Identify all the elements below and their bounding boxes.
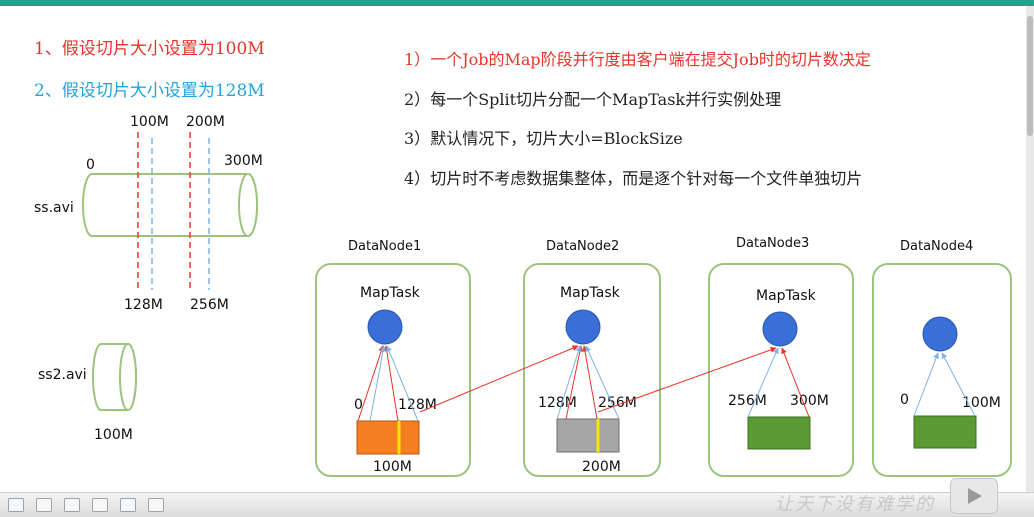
datanode4-block	[913, 415, 977, 449]
datanode2-block	[556, 418, 620, 453]
datanode4-range-end: 100M	[962, 395, 1001, 411]
datanode1-range-start: 0	[354, 397, 363, 413]
left-item-1-number: 1、	[34, 39, 62, 59]
left-item-1-text: 假设切片大小设置为100M	[61, 39, 265, 59]
datanode2-maptask-circle	[565, 309, 601, 345]
right-item-3: 3）默认情况下，切片大小=BlockSize	[404, 125, 683, 149]
datanode3-maptask-label: MapTask	[756, 288, 816, 304]
datanode2-maptask-label: MapTask	[560, 285, 620, 301]
datanode2-range-end: 256M	[598, 395, 637, 411]
right-item-3-text: 默认情况下，切片大小=BlockSize	[430, 129, 683, 148]
menu-icon[interactable]	[92, 498, 108, 512]
datanode2-title: DataNode2	[546, 239, 620, 254]
prev-slide-icon[interactable]	[8, 498, 24, 512]
datanode2-split-size: 200M	[582, 459, 621, 475]
file1-mark-100: 100M	[130, 114, 169, 130]
right-item-4: 4）切片时不考虑数据集整体，而是逐个针对每一个文件单独切片	[404, 165, 862, 189]
datanode1-maptask-label: MapTask	[360, 285, 420, 301]
file1-mark-200: 200M	[186, 114, 225, 130]
datanode1-title: DataNode1	[348, 239, 422, 254]
datanode1-block	[356, 420, 420, 455]
datanode3-title: DataNode3	[736, 236, 810, 251]
file2-name: ss2.avi	[38, 367, 87, 383]
datanode1-split-size: 100M	[373, 459, 412, 475]
file1-mark-128: 128M	[124, 297, 163, 313]
datanode4-title: DataNode4	[900, 239, 974, 254]
play-button[interactable]	[950, 478, 998, 514]
datanode4-range-start: 0	[900, 392, 909, 408]
datanode3-range-end: 300M	[790, 393, 829, 409]
datanode1-maptask-circle	[367, 309, 403, 345]
right-item-2-text: 每一个Split切片分配一个MapTask并行实例处理	[430, 90, 782, 109]
right-item-1: 1）一个Job的Map阶段并行度由客户端在提交Job时的切片数决定	[404, 46, 871, 70]
scrollbar-thumb[interactable]	[1027, 16, 1033, 136]
datanode3-maptask-circle	[762, 311, 798, 347]
next-slide-icon[interactable]	[36, 498, 52, 512]
right-item-2: 2）每一个Split切片分配一个MapTask并行实例处理	[404, 86, 781, 110]
file1-cylinder	[82, 173, 258, 237]
left-item-2-number: 2、	[34, 81, 62, 101]
watermark-text: 让天下没有难学的	[775, 494, 935, 515]
top-bar	[0, 0, 1034, 6]
datanode4-maptask-circle	[922, 316, 958, 352]
left-item-2-text: 假设切片大小设置为128M	[61, 81, 265, 101]
right-item-1-text: 一个Job的Map阶段并行度由客户端在提交Job时的切片数决定	[430, 50, 871, 69]
file1-start-label: 0	[86, 157, 95, 173]
right-item-3-number: 3）	[404, 129, 431, 148]
file1-name: ss.avi	[34, 200, 74, 216]
file1-end-label: 300M	[224, 153, 263, 169]
left-item-1: 1、假设切片大小设置为100M	[34, 34, 265, 59]
pen-icon[interactable]	[64, 498, 80, 512]
scrollbar[interactable]	[1026, 6, 1034, 492]
datanode3-block	[747, 416, 811, 450]
right-item-4-number: 4）	[404, 169, 431, 188]
left-item-2: 2、假设切片大小设置为128M	[34, 76, 265, 101]
zoom-icon[interactable]	[120, 498, 136, 512]
datanode2-range-start: 128M	[538, 395, 577, 411]
right-item-4-text: 切片时不考虑数据集整体，而是逐个针对每一个文件单独切片	[430, 169, 863, 188]
more-icon[interactable]	[148, 498, 164, 512]
player-toolbar	[0, 492, 1034, 517]
right-item-1-number: 1）	[404, 50, 431, 69]
file1-mark-256: 256M	[190, 297, 229, 313]
play-icon	[968, 488, 982, 504]
right-item-2-number: 2）	[404, 90, 431, 109]
file2-size: 100M	[94, 427, 133, 443]
file2-cylinder	[92, 343, 137, 411]
